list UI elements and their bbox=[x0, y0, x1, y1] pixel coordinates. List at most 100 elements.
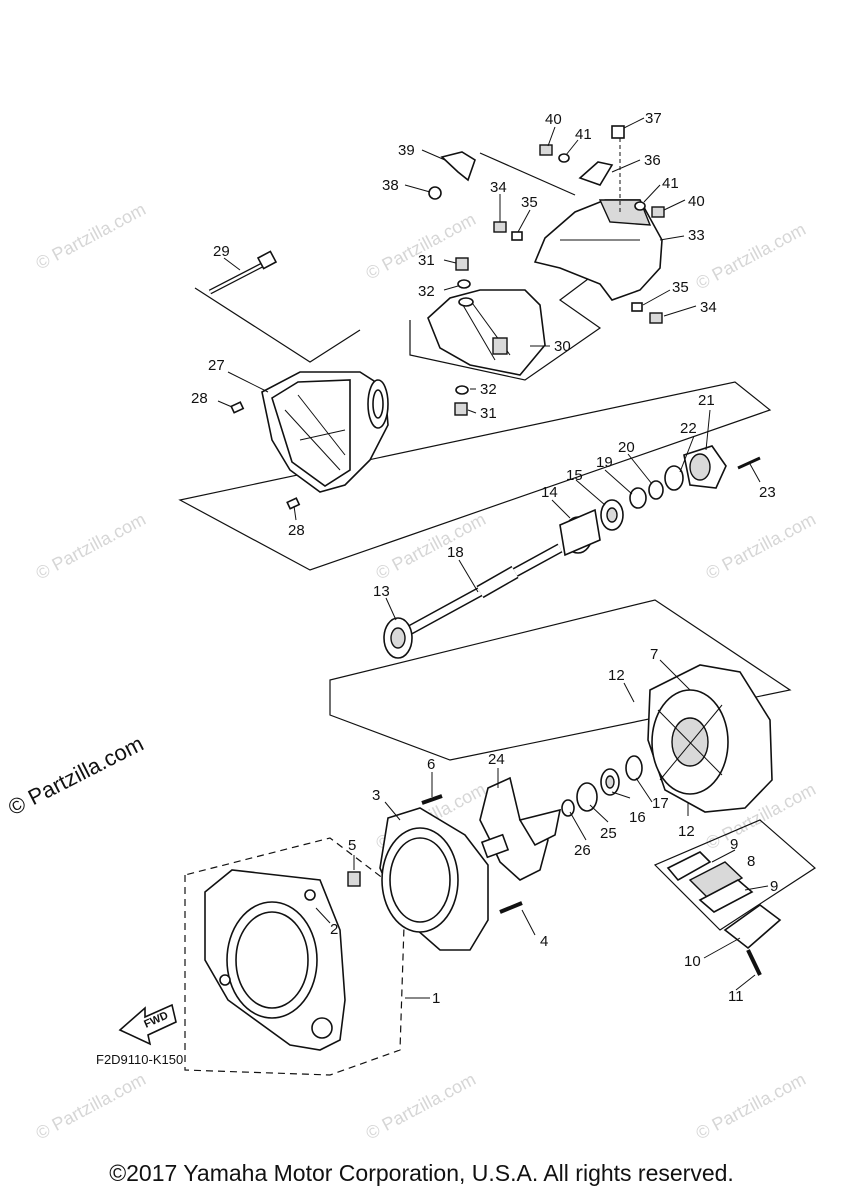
callout-41: 41 bbox=[575, 126, 592, 143]
bolt-34-bottom bbox=[649, 312, 663, 324]
nut-41-top bbox=[558, 153, 570, 163]
cover-group bbox=[666, 851, 782, 976]
bolt-11 bbox=[746, 949, 762, 976]
bolt-38 bbox=[428, 186, 442, 200]
callout-numbers: 1 2 3 4 5 6 7 8 9 9 10 11 12 12 13 14 15… bbox=[191, 110, 778, 1007]
callout-4: 4 bbox=[540, 933, 548, 950]
plate-8 bbox=[688, 861, 744, 899]
screw-37 bbox=[611, 125, 625, 139]
callout-9: 9 bbox=[730, 836, 738, 853]
bolt-31-top bbox=[455, 257, 469, 271]
callout-22: 22 bbox=[680, 420, 697, 437]
callout-34-b: 34 bbox=[700, 299, 717, 316]
watermark-3: © Partzilla.com bbox=[692, 219, 808, 294]
callout-34: 34 bbox=[490, 179, 507, 196]
nut-41-bottom bbox=[634, 201, 646, 211]
callout-35-b: 35 bbox=[672, 279, 689, 296]
part-3-intake-housing bbox=[379, 807, 489, 951]
part-33-deflector bbox=[533, 199, 663, 301]
part-36-bracket bbox=[578, 161, 614, 186]
callout-32-b: 32 bbox=[480, 381, 497, 398]
callout-36: 36 bbox=[644, 152, 661, 169]
seal-group bbox=[561, 755, 643, 817]
nut-20 bbox=[648, 480, 664, 500]
callout-9-b: 9 bbox=[770, 878, 778, 895]
oring-26 bbox=[561, 799, 575, 817]
part-30-duct bbox=[427, 289, 546, 376]
callout-27: 27 bbox=[208, 357, 225, 374]
part-24-impeller bbox=[479, 776, 562, 881]
shaft-group bbox=[383, 543, 563, 659]
cover-group-box bbox=[653, 819, 816, 931]
callout-37: 37 bbox=[645, 110, 662, 127]
bolt-31-bottom bbox=[454, 402, 468, 416]
bearing-group bbox=[559, 445, 761, 557]
callout-15: 15 bbox=[566, 467, 583, 484]
callout-6: 6 bbox=[427, 756, 435, 773]
fwd-arrow-icon: FWD bbox=[118, 1003, 177, 1046]
callout-24: 24 bbox=[488, 751, 505, 768]
diagram-code: F2D9110-K150 bbox=[96, 1052, 184, 1067]
callout-7: 7 bbox=[650, 646, 658, 663]
watermark-1: © Partzilla.com bbox=[32, 199, 148, 274]
part-27-jet-housing bbox=[261, 371, 389, 493]
callout-26: 26 bbox=[574, 842, 591, 859]
callout-8: 8 bbox=[747, 853, 755, 870]
washer-32-top bbox=[457, 279, 471, 289]
cover-10 bbox=[723, 904, 782, 950]
seal-17 bbox=[625, 755, 643, 781]
bearing-19 bbox=[629, 487, 647, 509]
callout-41-b: 41 bbox=[662, 175, 679, 192]
callout-11: 11 bbox=[728, 988, 744, 1005]
bolt-34-top bbox=[493, 221, 507, 233]
callout-20: 20 bbox=[618, 439, 635, 456]
bolt-40-top bbox=[539, 144, 553, 156]
gasket-9a bbox=[666, 851, 712, 882]
bolt-4 bbox=[499, 901, 523, 914]
nozzle-group-line-top bbox=[479, 152, 576, 196]
collar-35-bottom bbox=[631, 302, 643, 312]
sleeve-14 bbox=[559, 508, 601, 557]
bolt-40-bottom bbox=[651, 206, 665, 218]
part-29-bolt bbox=[208, 250, 278, 295]
callout-31-b: 31 bbox=[480, 405, 497, 422]
callout-5: 5 bbox=[348, 837, 356, 854]
part-7-pump-housing bbox=[647, 664, 773, 813]
callout-21: 21 bbox=[698, 392, 715, 409]
callout-25: 25 bbox=[600, 825, 617, 842]
part-1-intake-plate bbox=[204, 869, 346, 1051]
pump-plate-dash-box bbox=[184, 837, 406, 1076]
duct-group-outline bbox=[409, 269, 602, 381]
callout-35: 35 bbox=[521, 194, 538, 211]
watermark-6: © Partzilla.com bbox=[702, 509, 818, 584]
callout-18: 18 bbox=[447, 544, 464, 561]
housing-group-line-a bbox=[194, 287, 361, 363]
callout-12-b: 12 bbox=[678, 823, 695, 840]
watermark-5: © Partzilla.com bbox=[372, 509, 488, 584]
callout-39: 39 bbox=[398, 142, 415, 159]
callout-17: 17 bbox=[652, 795, 669, 812]
callout-40: 40 bbox=[545, 111, 562, 128]
bearing-group-box bbox=[178, 381, 772, 571]
callout-23: 23 bbox=[759, 484, 776, 501]
assembly-outlines bbox=[178, 152, 816, 1076]
callout-33: 33 bbox=[688, 227, 705, 244]
callout-16: 16 bbox=[629, 809, 646, 826]
shaft-group-box bbox=[329, 599, 792, 761]
sleeve-5 bbox=[347, 871, 361, 887]
callout-1: 1 bbox=[432, 990, 440, 1007]
gasket-9b bbox=[698, 879, 754, 913]
callout-40-b: 40 bbox=[688, 193, 705, 210]
watermark-11: © Partzilla.com bbox=[692, 1069, 808, 1144]
callout-38: 38 bbox=[382, 177, 399, 194]
callout-31: 31 bbox=[418, 252, 435, 269]
callout-30: 30 bbox=[554, 338, 571, 355]
callout-19: 19 bbox=[596, 454, 613, 471]
callout-13: 13 bbox=[373, 583, 390, 600]
copyright-notice: ©2017 Yamaha Motor Corporation, U.S.A. A… bbox=[109, 1160, 734, 1186]
callout-29: 29 bbox=[213, 243, 230, 260]
bearing-25 bbox=[576, 782, 598, 812]
callout-leaders bbox=[217, 117, 769, 999]
collar-35-top bbox=[511, 231, 523, 241]
